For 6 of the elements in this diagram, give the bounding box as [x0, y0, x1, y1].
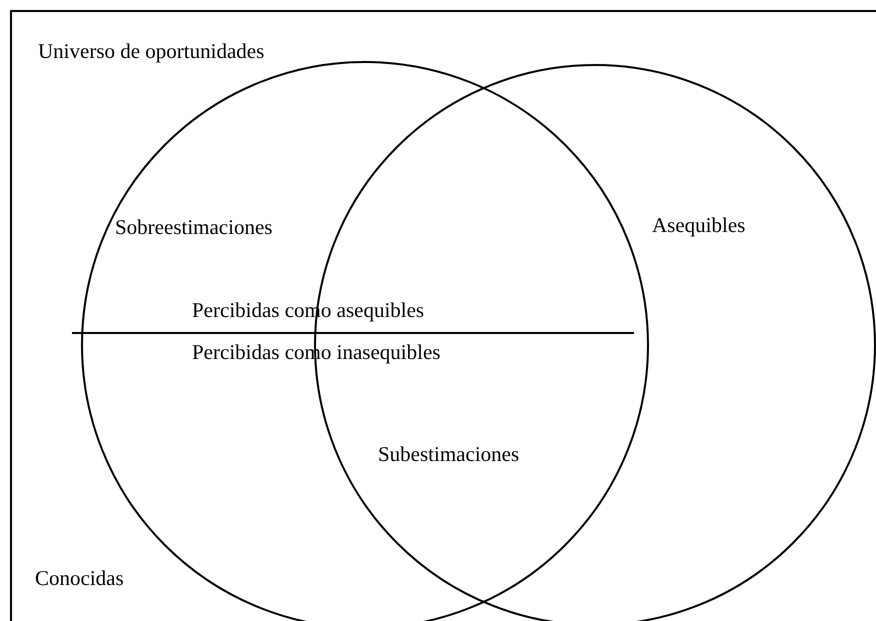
region-label: Sobreestimaciones [115, 216, 272, 240]
set-label: Conocidas [35, 567, 124, 590]
universe-frame [10, 10, 876, 621]
set-label: Asequibles [652, 214, 746, 238]
region-label: Subestimaciones [378, 443, 520, 466]
set-label: Universo de oportunidades [38, 40, 264, 64]
